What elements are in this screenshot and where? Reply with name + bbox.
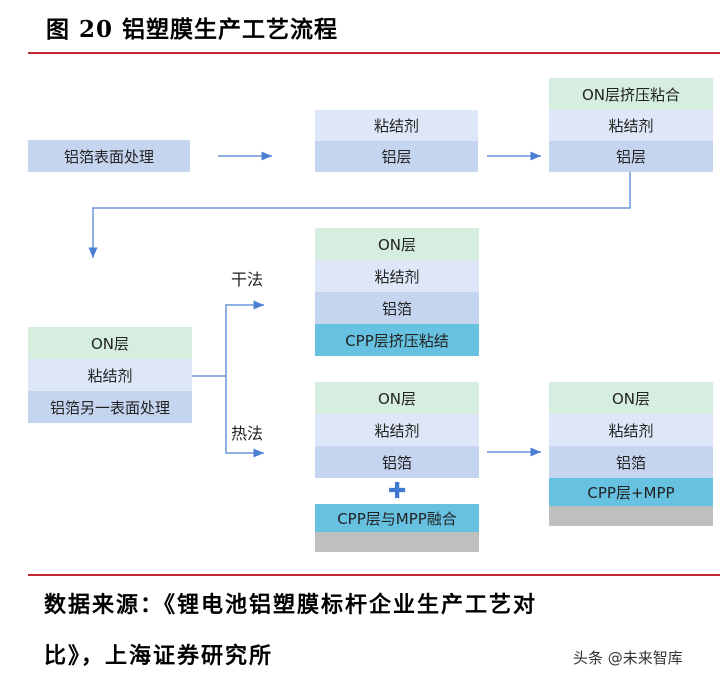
arrow-to-hot	[225, 376, 264, 458]
top-divider	[28, 52, 720, 54]
dry-layer-foil: 铝箔	[315, 292, 479, 324]
step2-layer-aluminum: 铝层	[315, 141, 478, 172]
arrow-to-dry	[225, 300, 264, 376]
step2-layer-adhesive: 粘结剂	[315, 110, 478, 141]
hot-layer-on: ON层	[315, 382, 479, 414]
final-layer-mpp-base	[549, 506, 713, 526]
dry-layer-cpp: CPP层挤压粘结	[315, 324, 479, 356]
hot-layer-cpp-mpp: CPP层与MPP融合	[315, 504, 479, 532]
step4-layer-adhesive: 粘结剂	[28, 359, 192, 391]
plus-icon: ✚	[388, 479, 407, 504]
source-line-2: 比》，上海证券研究所	[44, 643, 274, 669]
dry-method-label: 干法	[231, 270, 264, 289]
step1-box: 铝箔表面处理	[28, 140, 190, 172]
hot-method-label: 热法	[231, 424, 264, 443]
watermark: 头条 @未来智库	[573, 649, 683, 667]
source-line-1: 数据来源：《锂电池铝塑膜标杆企业生产工艺对	[44, 592, 538, 618]
hot-layer-adhesive: 粘结剂	[315, 414, 479, 446]
bottom-divider	[28, 574, 720, 576]
step3-layer-on: ON层挤压粘合	[549, 78, 713, 110]
dry-layer-on: ON层	[315, 228, 479, 260]
dry-layer-adhesive: 粘结剂	[315, 260, 479, 292]
final-layer-on: ON层	[549, 382, 713, 414]
final-layer-foil: 铝箔	[549, 446, 713, 478]
step3-layer-aluminum: 铝层	[549, 141, 713, 172]
figure-title: 图 20 铝塑膜生产工艺流程	[46, 16, 339, 43]
hot-layer-mpp-base	[315, 532, 479, 552]
step4-layer-on: ON层	[28, 327, 192, 359]
final-layer-cpp-mpp: CPP层+MPP	[549, 478, 713, 506]
arrow-step3-to-step4	[88, 172, 631, 258]
hot-layer-foil: 铝箔	[315, 446, 479, 478]
step4-layer-foil: 铝箔另一表面处理	[28, 391, 192, 423]
step3-layer-adhesive: 粘结剂	[549, 110, 713, 141]
final-layer-adhesive: 粘结剂	[549, 414, 713, 446]
